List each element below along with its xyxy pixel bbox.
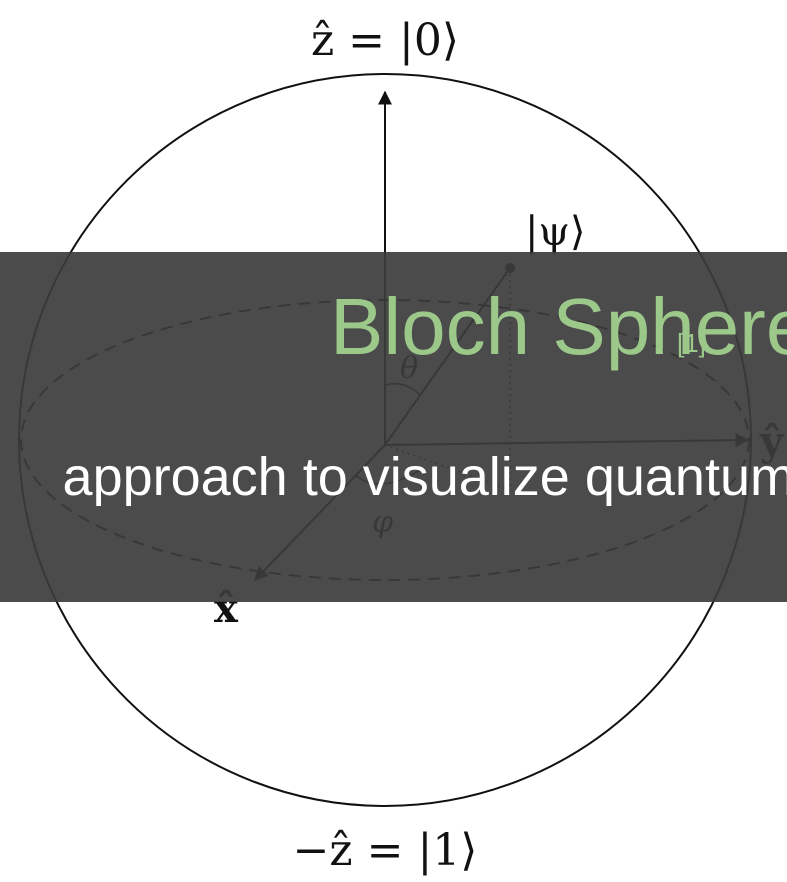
slide-title: Bloch Sphere — [330, 282, 787, 371]
citation-ref: [1] — [677, 328, 706, 358]
slide-subtitle: approach to visualize quantum — [62, 447, 787, 507]
z-top-label: ẑ = |0⟩ — [311, 15, 459, 66]
title-overlay-banner: Bloch Sphere [1] approach to visualize q… — [0, 252, 787, 602]
psi-label: |ψ⟩ — [525, 209, 585, 255]
z-bottom-label: −ẑ = |1⟩ — [293, 825, 478, 876]
title-row: Bloch Sphere [1] — [0, 272, 787, 382]
